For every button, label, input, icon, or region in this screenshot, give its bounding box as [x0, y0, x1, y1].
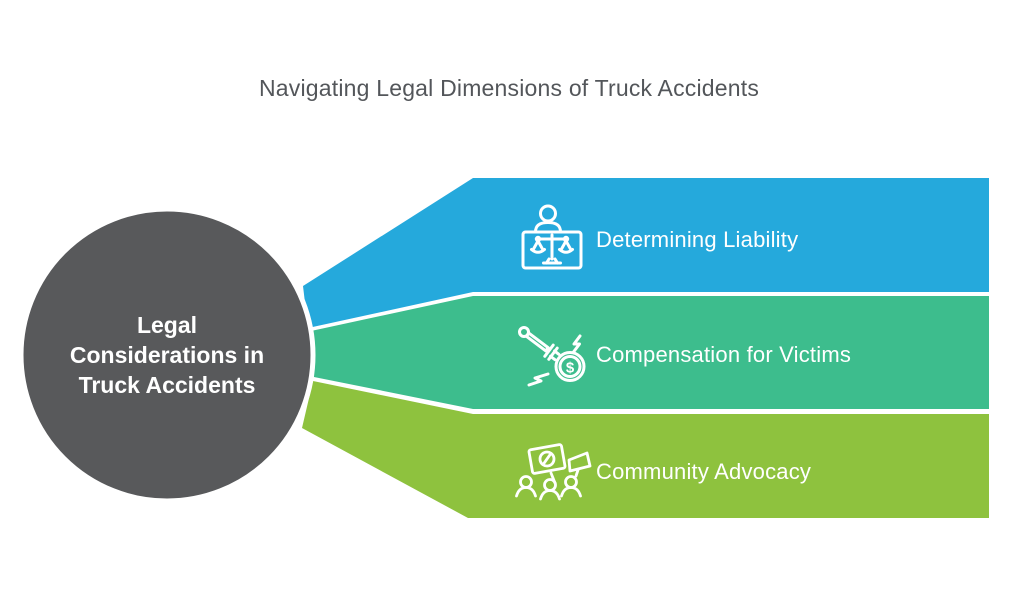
- center-circle: [18, 206, 316, 504]
- center-circle-line-3: Truck Accidents: [78, 372, 256, 398]
- band-label-compensation-for-victims: Compensation for Victims: [596, 342, 852, 367]
- band-shape-community-advocacy: [302, 381, 989, 518]
- band-label-community-advocacy: Community Advocacy: [596, 459, 812, 484]
- band-label-determining-liability: Determining Liability: [596, 227, 799, 252]
- infographic-title: Navigating Legal Dimensions of Truck Acc…: [258, 75, 760, 101]
- protest-crowd-with-signs-icon: [515, 443, 592, 501]
- band-shape-compensation-for-victims: [311, 296, 989, 409]
- band-shape-determining-liability: [303, 178, 989, 328]
- gavel-striking-dollar-coin-icon: $: [518, 326, 586, 387]
- center-circle-line-1: Legal: [136, 312, 198, 338]
- center-circle-text: Legal Considerations in Truck Accidents: [47, 310, 287, 400]
- center-circle-line-2: Considerations in: [69, 342, 265, 368]
- dollar-sign-glyph: $: [566, 360, 575, 377]
- person-with-scales-of-justice-icon: [521, 204, 583, 270]
